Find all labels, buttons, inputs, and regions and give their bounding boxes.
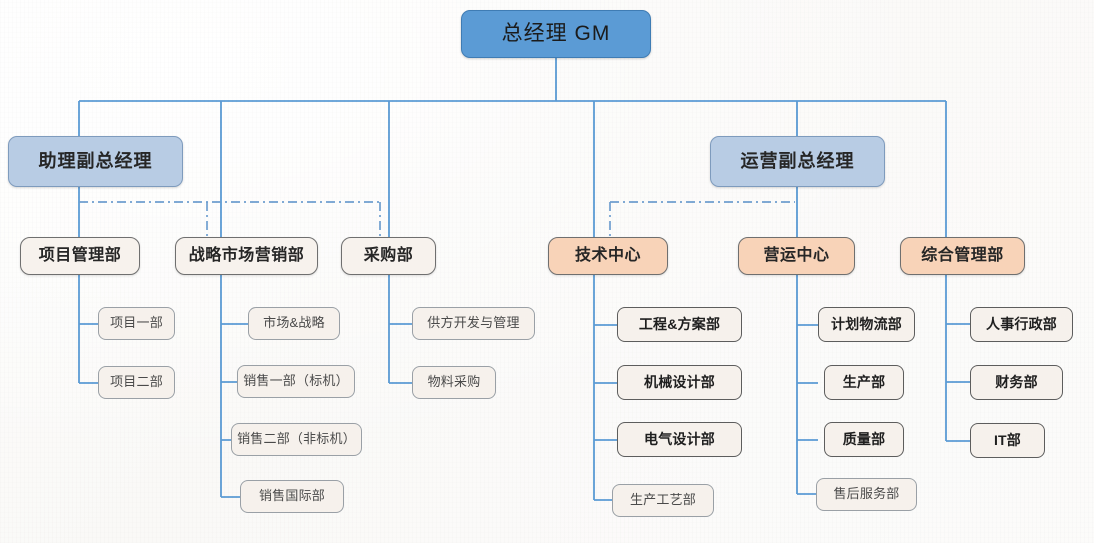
leaf-international-sales-dept[interactable]: 销售国际部	[240, 480, 344, 513]
node-general-manager[interactable]: 总经理 GM	[461, 10, 651, 58]
leaf-quality-dept[interactable]: 质量部	[824, 422, 904, 457]
leaf-project-team-1[interactable]: 项目一部	[98, 307, 175, 340]
node-general-administration-dept[interactable]: 综合管理部	[900, 237, 1025, 275]
node-strategic-marketing-dept[interactable]: 战略市场营销部	[175, 237, 318, 275]
leaf-human-resources-and-administration-dept[interactable]: 人事行政部	[970, 307, 1073, 342]
node-assistant-vice-general-manager[interactable]: 助理副总经理	[8, 136, 183, 187]
node-operations-center[interactable]: 营运中心	[738, 237, 855, 275]
leaf-planning-and-logistics-dept[interactable]: 计划物流部	[818, 307, 915, 342]
leaf-production-process-dept[interactable]: 生产工艺部	[612, 484, 714, 517]
leaf-production-dept[interactable]: 生产部	[824, 365, 904, 400]
leaf-it-dept[interactable]: IT部	[970, 423, 1045, 458]
leaf-sales-dept-1-standard[interactable]: 销售一部（标机）	[237, 365, 355, 398]
node-purchasing-dept[interactable]: 采购部	[341, 237, 436, 275]
node-operations-vice-general-manager[interactable]: 运营副总经理	[710, 136, 885, 187]
leaf-sales-dept-2-nonstandard[interactable]: 销售二部（非标机）	[231, 423, 362, 456]
leaf-mechanical-design-dept[interactable]: 机械设计部	[617, 365, 742, 400]
node-project-management-dept[interactable]: 项目管理部	[20, 237, 140, 275]
leaf-electrical-design-dept[interactable]: 电气设计部	[617, 422, 742, 457]
leaf-after-sales-service-dept[interactable]: 售后服务部	[816, 478, 917, 511]
node-technology-center[interactable]: 技术中心	[548, 237, 668, 275]
leaf-finance-dept[interactable]: 财务部	[970, 365, 1063, 400]
leaf-material-purchasing[interactable]: 物料采购	[412, 366, 496, 399]
leaf-engineering-and-solution-dept[interactable]: 工程&方案部	[617, 307, 742, 342]
leaf-market-and-strategy[interactable]: 市场&战略	[248, 307, 340, 340]
leaf-project-team-2[interactable]: 项目二部	[98, 366, 175, 399]
leaf-supplier-development-and-management[interactable]: 供方开发与管理	[412, 307, 535, 340]
